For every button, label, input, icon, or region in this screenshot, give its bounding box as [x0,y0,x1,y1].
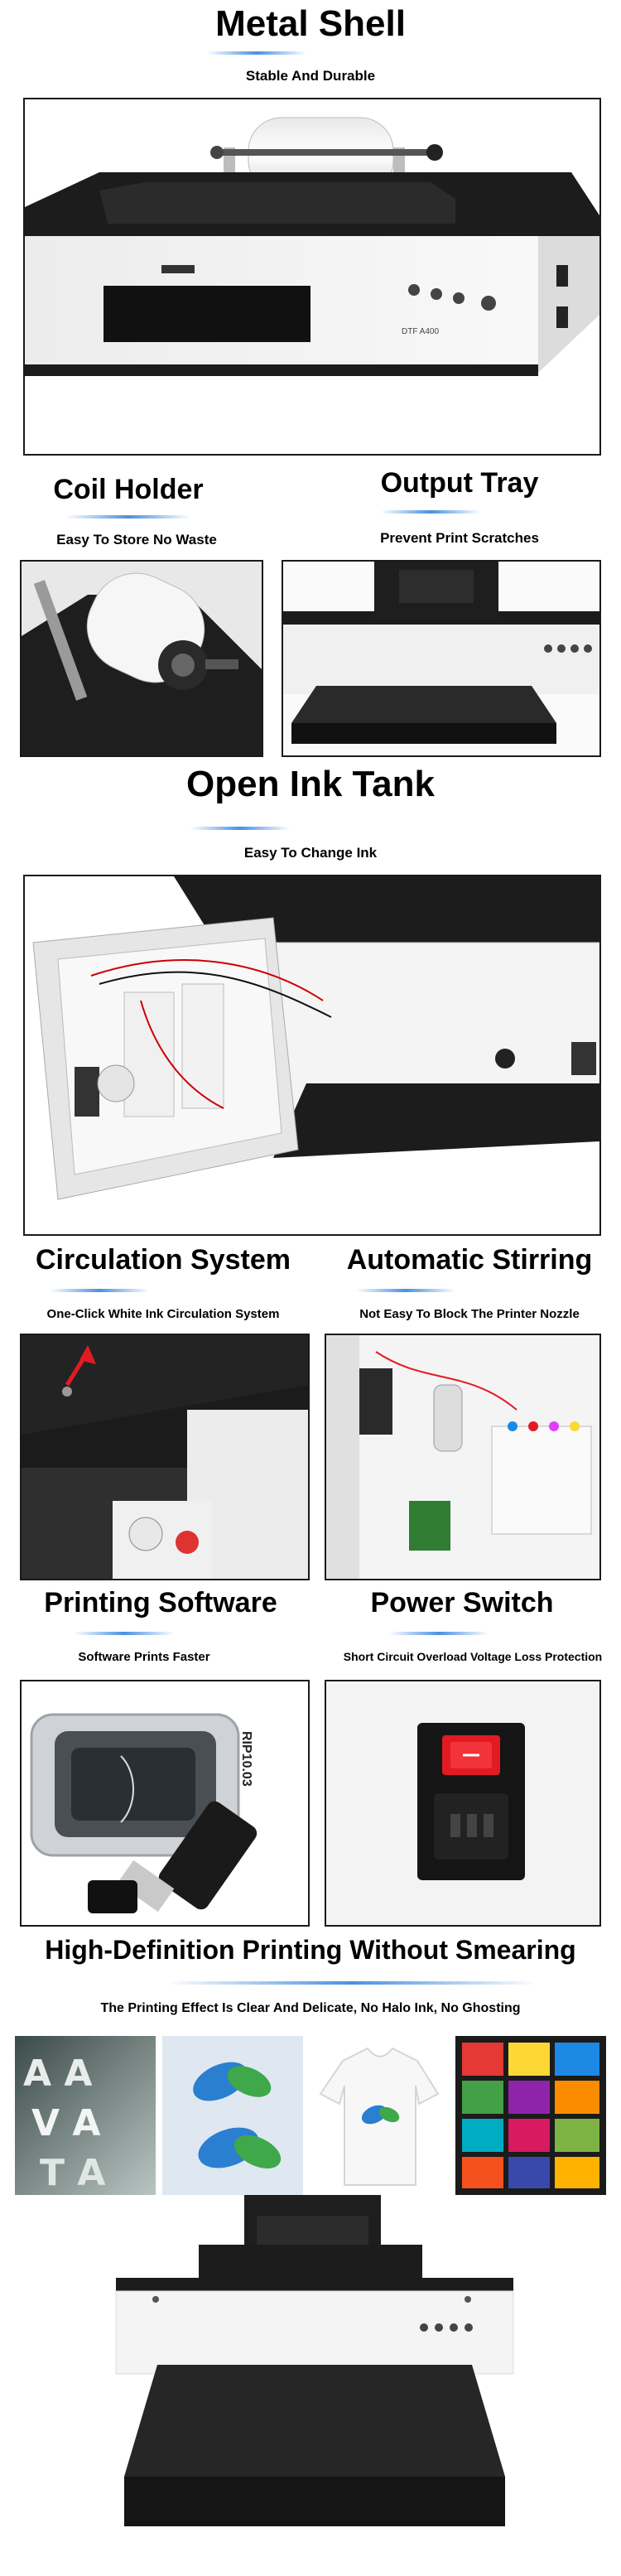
output-tray-photo [282,560,601,757]
printer-front-photo [99,2195,530,2576]
circulation-title: Circulation System [36,1244,291,1276]
stirring-subtitle: Not Easy To Block The Printer Nozzle [359,1307,580,1321]
hd-subtitle: The Printing Effect Is Clear And Delicat… [100,2001,521,2015]
open-ink-tank-title: Open Ink Tank [186,764,435,804]
title-underline [389,1632,489,1635]
svg-text:A A: A A [23,2053,92,2095]
power-switch-photo [325,1680,601,1927]
stirring-title: Automatic Stirring [346,1244,593,1276]
printer-illustration [25,117,599,376]
title-underline [75,1632,174,1635]
power-subtitle: Short Circuit Overload Voltage Loss Prot… [343,1650,603,1663]
output-tray-subtitle: Prevent Print Scratches [380,530,539,546]
software-photo: RIP10.03 [20,1680,310,1927]
title-underline [166,1981,538,1985]
sample-tshirt-photo [310,2036,449,2195]
software-title: Printing Software [44,1587,277,1618]
circulation-subtitle: One-Click White Ink Circulation System [46,1307,280,1321]
software-subtitle: Software Prints Faster [78,1650,210,1664]
metal-shell-subtitle: Stable And Durable [245,68,376,84]
coil-holder-subtitle: Easy To Store No Waste [56,532,217,548]
metal-shell-photo: DTF A400 [23,98,601,456]
stirring-photo [325,1334,601,1580]
sample-butterfly-photo [162,2036,303,2195]
sample-letters-photo: A A V A T A [15,2036,156,2195]
model-label: DTF A400 [402,327,440,336]
title-underline [207,51,306,55]
title-underline [381,510,480,514]
rip-label: RIP10.03 [239,1731,253,1787]
output-tray-title: Output Tray [380,467,539,499]
sample-cards-photo [455,2036,606,2195]
svg-text:V A: V A [31,2102,100,2144]
power-title: Power Switch [370,1587,554,1618]
hd-title: High-Definition Printing Without Smearin… [45,1935,576,1965]
metal-shell-title: Metal Shell [215,3,406,44]
title-underline [190,827,290,830]
svg-text:T A: T A [40,2152,105,2194]
title-underline [50,1289,149,1292]
coil-holder-title: Coil Holder [53,474,204,505]
title-underline [356,1289,455,1292]
circulation-photo [20,1334,310,1580]
title-underline [66,515,190,519]
open-ink-tank-subtitle: Easy To Change Ink [243,845,378,861]
coil-holder-photo [20,560,263,757]
open-ink-tank-photo [23,875,601,1236]
